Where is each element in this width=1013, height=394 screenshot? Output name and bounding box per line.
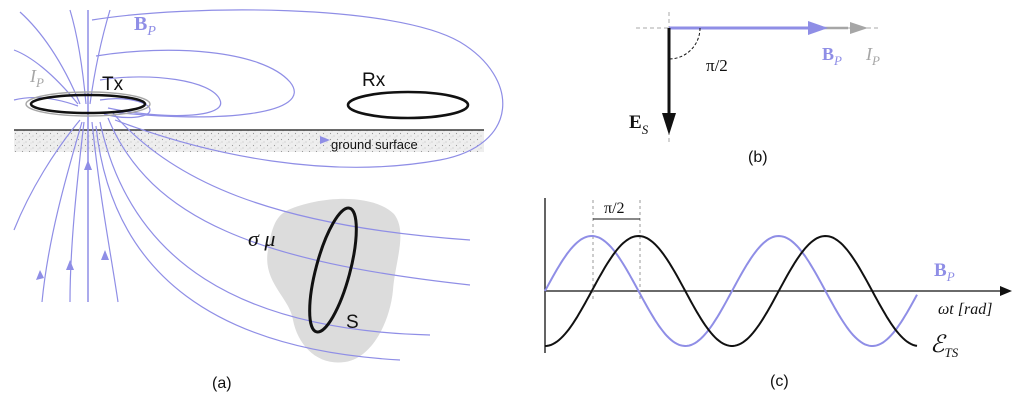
bp-label-b: BP bbox=[822, 44, 842, 68]
caption-c: (c) bbox=[770, 373, 789, 390]
angle-label-b: π/2 bbox=[706, 56, 728, 75]
tx-label: Tx bbox=[102, 74, 124, 95]
emf-label: ℰTS bbox=[930, 332, 959, 360]
s-loop bbox=[308, 206, 358, 334]
bp-label-c: BP bbox=[934, 260, 955, 284]
es-label: ES bbox=[629, 112, 649, 137]
panel-b: π/2 BP IP ES (b) bbox=[629, 12, 880, 166]
bp-label-a: BP bbox=[134, 13, 156, 39]
ip-label-a: IP bbox=[29, 66, 44, 90]
panel-a: BP IP Tx Rx ground surface σ μ S (a) bbox=[13, 9, 504, 392]
field-lines-left bbox=[13, 9, 119, 303]
emf-wave bbox=[544, 234, 918, 347]
sigma-mu-label: σ μ bbox=[248, 226, 275, 251]
ground-soil bbox=[14, 130, 484, 152]
rx-loop bbox=[346, 90, 470, 120]
es-vector-head bbox=[662, 113, 676, 135]
omega-t-label: ωt [rad] bbox=[938, 301, 992, 318]
caption-a: (a) bbox=[212, 375, 232, 392]
bp-wave bbox=[544, 234, 918, 348]
s-label: S bbox=[346, 312, 359, 333]
bp-vector-head bbox=[808, 21, 828, 35]
field-lines-right bbox=[91, 9, 504, 361]
angle-arc bbox=[668, 27, 701, 60]
panel-c: π/2 BP ωt [rad] ℰTS (c) bbox=[544, 198, 1012, 390]
caption-b: (b) bbox=[748, 149, 768, 166]
conductive-body bbox=[267, 198, 401, 363]
x-axis-arrow bbox=[1000, 286, 1012, 296]
ip-label-b: IP bbox=[865, 44, 880, 68]
ip-vector-head bbox=[850, 22, 868, 34]
tx-loop bbox=[25, 91, 151, 117]
field-arrowheads bbox=[36, 136, 330, 280]
ground-surface-label: ground surface bbox=[331, 137, 418, 152]
rx-label: Rx bbox=[362, 70, 386, 91]
phase-label-c: π/2 bbox=[604, 200, 625, 217]
